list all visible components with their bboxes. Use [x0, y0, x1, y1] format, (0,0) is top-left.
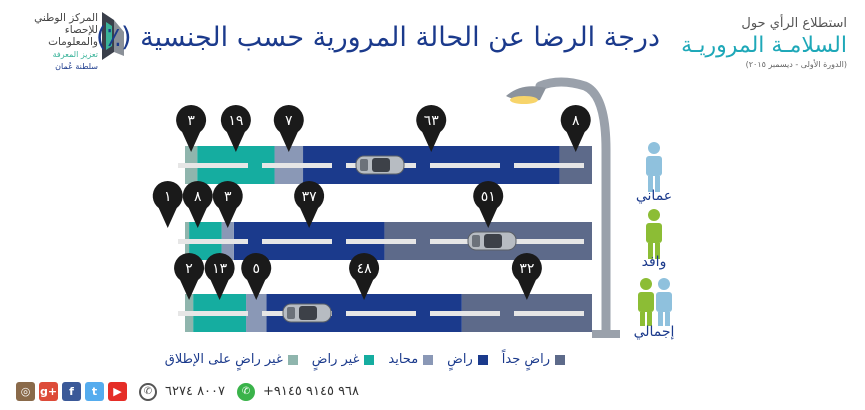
instagram-icon[interactable]: ◎ — [16, 382, 35, 401]
pin-expat-neutral: ٣ — [212, 181, 243, 228]
pin-total-very-satisfied: ٣٢ — [511, 253, 542, 300]
pin-expat-satisfied: ٣٧ — [294, 181, 325, 228]
lane-marking — [262, 239, 332, 244]
pin-expat-very-satisfied: ٥١ — [473, 181, 504, 228]
facebook-icon[interactable]: f — [62, 382, 81, 401]
legend-item-not-satisfied-at-all: غير راضٍ على الإطلاق — [165, 352, 298, 367]
survey-line3: (الدورة الأولى - ديسمبر ٢٠١٥) — [745, 60, 847, 69]
legend-swatch — [477, 354, 488, 365]
pin-omani-not-satisfied: ١٩ — [220, 105, 251, 152]
logo-line2: للإحصاء — [64, 24, 98, 36]
pin-total-satisfied: ٤٨ — [349, 253, 380, 300]
whatsapp-icon: ✆ — [237, 382, 256, 401]
car-icon — [282, 303, 332, 323]
pin-label: ٢ — [185, 261, 193, 277]
pin-label: ٨ — [194, 189, 202, 205]
google-plus-icon[interactable]: g+ — [39, 382, 58, 401]
lane-marking — [430, 311, 500, 316]
phone-number: ٨٠٠٧ ٦٢٧٤ — [165, 384, 226, 399]
lane-marking — [346, 239, 416, 244]
legend-swatch — [364, 354, 375, 365]
pin-label: ٧ — [285, 113, 293, 129]
row-label-expat: وافد — [641, 254, 667, 270]
organization-logo: المركز الوطني للإحصاء والمعلومات تعزيز ا… — [14, 10, 124, 74]
survey-label: استطلاع الرأي حول السلامـة المروريـة (ال… — [677, 16, 847, 69]
legend-label: راضٍ — [447, 352, 473, 367]
row-label-omani: عماني — [635, 188, 673, 204]
lane-marking — [178, 239, 248, 244]
youtube-icon[interactable]: ▶ — [108, 382, 127, 401]
lamp-post — [506, 77, 620, 338]
lane-marking — [514, 311, 584, 316]
legend-swatch — [287, 354, 298, 365]
pin-label: ١٩ — [228, 113, 243, 129]
legend-item-not-satisfied: غير راضٍ — [312, 352, 375, 367]
lane-marking — [430, 163, 500, 168]
expat-person-icon — [646, 209, 662, 259]
pin-omani-very-satisfied: ٨ — [560, 105, 591, 152]
pin-label: ٣ — [224, 189, 232, 205]
legend-item-satisfied: راضٍ — [447, 352, 488, 367]
pin-label: ٥١ — [481, 189, 496, 205]
lane-marking — [178, 163, 248, 168]
legend-swatch — [555, 354, 565, 365]
row-label-total: إجمالي — [633, 324, 675, 340]
logo-mark-icon — [102, 12, 124, 60]
pin-total-not-satisfied: ١٣ — [204, 253, 235, 300]
pin-label: ٤٨ — [357, 261, 373, 277]
logo-line1: المركز الوطني — [34, 12, 98, 24]
pin-label: ٣٧ — [302, 189, 318, 205]
lane-marking — [178, 311, 248, 316]
page-title: درجة الرضا عن الحالة المرورية حسب الجنسي… — [95, 22, 660, 53]
legend-label: محايد — [388, 352, 419, 367]
lane-marking — [430, 239, 500, 244]
phone-icon: ✆ — [139, 382, 157, 401]
pin-total-neutral: ٥ — [241, 253, 272, 300]
survey-line2: السلامـة المروريـة — [681, 33, 847, 58]
pin-label: ٥ — [252, 261, 260, 277]
pin-label: ٦٣ — [424, 113, 440, 129]
chart-legend: راضٍ جداً راضٍ محايد غير راضٍ غير راضٍ ع… — [165, 352, 565, 367]
logo-line3: والمعلومات — [48, 36, 98, 48]
car-icon — [355, 155, 405, 175]
legend-label: راضٍ جداً — [501, 352, 550, 367]
lane-marking — [514, 239, 584, 244]
pin-expat-not-satisfied-at-all: ١ — [152, 181, 183, 228]
pin-label: ٣٢ — [519, 261, 534, 277]
total-people-icon — [638, 278, 672, 326]
survey-line1: استطلاع الرأي حول — [741, 16, 847, 31]
lane-marking — [346, 311, 416, 316]
omani-person-icon — [646, 142, 662, 192]
logo-tagline: تعزيز المعرفة — [52, 50, 98, 59]
pin-total-not-satisfied-at-all: ٢ — [174, 253, 205, 300]
legend-label: غير راضٍ على الإطلاق — [164, 352, 283, 367]
lane-marking — [514, 163, 584, 168]
pin-label: ٨ — [572, 113, 580, 129]
whatsapp-number: +٩٦٨ ٩١٤٥ ٩١٤٥ — [263, 384, 360, 399]
legend-label: غير راضٍ — [311, 352, 360, 367]
pin-omani-satisfied: ٦٣ — [416, 105, 447, 152]
pin-omani-not-satisfied-at-all: ٣ — [176, 105, 207, 152]
car-icon — [467, 231, 517, 251]
pin-label: ١٣ — [212, 261, 228, 277]
footer-contacts: ◎ g+ f t ▶ ✆ ٨٠٠٧ ٦٢٧٤ ✆ +٩٦٨ ٩١٤٥ ٩١٤٥ — [16, 382, 359, 401]
legend-swatch — [423, 354, 434, 365]
lane-marking — [262, 163, 332, 168]
pin-expat-not-satisfied: ٨ — [182, 181, 213, 228]
logo-country: سلطنة عُمان — [55, 62, 98, 71]
pin-label: ١ — [164, 189, 172, 205]
twitter-icon[interactable]: t — [85, 382, 104, 401]
pin-omani-neutral: ٧ — [273, 105, 304, 152]
legend-item-neutral: محايد — [388, 352, 434, 367]
bar-total-neutral — [246, 294, 267, 332]
legend-item-very-satisfied: راضٍ جداً — [502, 352, 565, 367]
pin-label: ٣ — [187, 113, 195, 129]
